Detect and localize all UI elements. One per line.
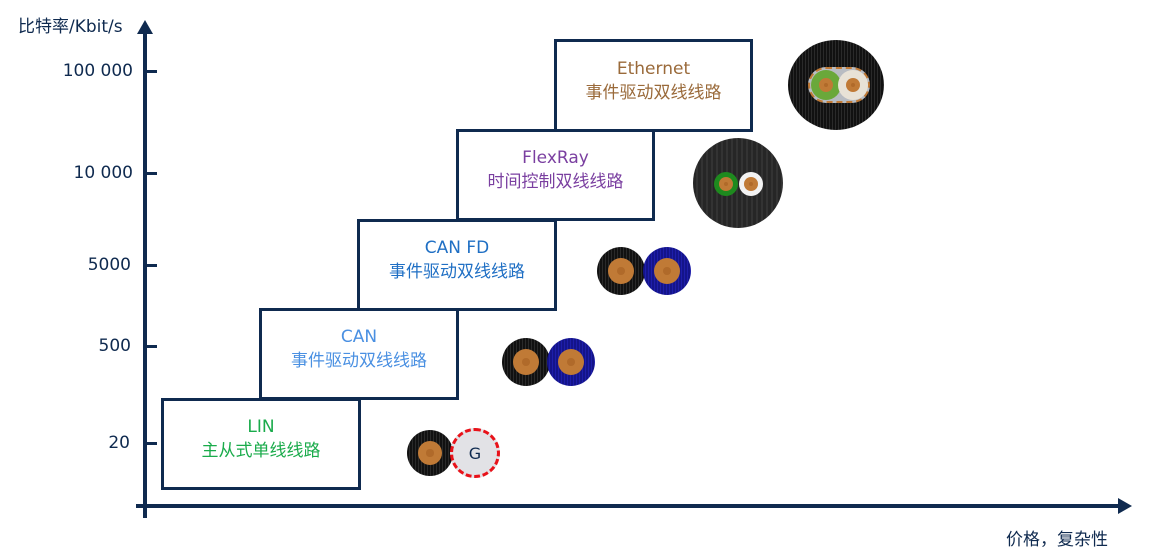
ethernet-description: 事件驱动双线线路 (585, 82, 722, 103)
can-name: CAN (340, 327, 378, 347)
canfd-box: CAN FD 事件驱动双线线路 (357, 219, 557, 311)
can-wire-black-icon (502, 338, 550, 386)
flexray-cable-icon (693, 138, 783, 228)
y-axis (143, 28, 147, 518)
y-tick-label: 500 (98, 336, 131, 356)
lin-name: LIN (247, 417, 275, 437)
lin-wire-icon (407, 430, 453, 476)
ethernet-cable-icon (788, 40, 884, 130)
ground-label: G (468, 443, 482, 463)
y-tick (147, 172, 157, 175)
flexray-name: FlexRay (522, 148, 589, 168)
lin-box: LIN 主从式单线线路 (161, 398, 361, 490)
x-axis-arrow-icon (1118, 498, 1132, 514)
canfd-wire-black-icon (597, 247, 645, 295)
flexray-description: 时间控制双线线路 (487, 172, 624, 192)
y-tick (147, 70, 157, 73)
canfd-name: CAN FD (424, 238, 490, 258)
y-axis-label: 比特率/Kbit/s (18, 17, 123, 37)
x-axis-label: 价格，复杂性 (1006, 530, 1108, 550)
y-tick (147, 345, 157, 348)
y-tick-label: 5000 (87, 255, 131, 275)
y-tick (147, 264, 157, 267)
y-tick-label: 10 000 (73, 163, 133, 183)
y-tick (147, 442, 157, 445)
ground-icon: G (450, 428, 500, 478)
y-tick-label: 20 (108, 433, 130, 453)
canfd-description: 事件驱动双线线路 (389, 262, 525, 282)
can-description: 事件驱动双线线路 (291, 351, 427, 371)
ethernet-name: Ethernet (616, 58, 691, 79)
y-axis-arrow-icon (137, 20, 153, 34)
canfd-wire-blue-icon (643, 247, 691, 295)
y-tick-label: 100 000 (62, 61, 133, 81)
can-box: CAN 事件驱动双线线路 (259, 308, 459, 400)
flexray-box: FlexRay 时间控制双线线路 (456, 129, 655, 221)
ethernet-box: Ethernet 事件驱动双线线路 (554, 39, 753, 132)
can-wire-blue-icon (547, 338, 595, 386)
lin-description: 主从式单线线路 (201, 441, 321, 461)
x-axis (136, 504, 1121, 508)
